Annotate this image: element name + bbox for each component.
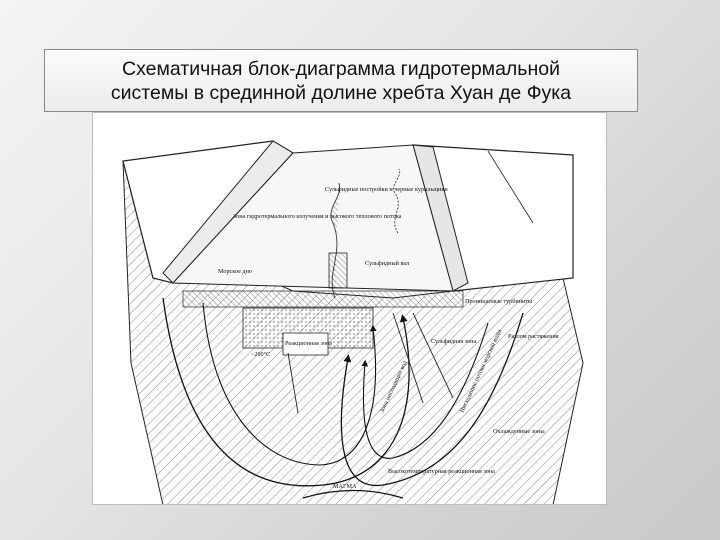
circulation-loop-right bbox=[340, 312, 524, 487]
title-box: Схематичная блок-диаграмма гидротермальн… bbox=[44, 49, 638, 112]
turbidite-layer bbox=[182, 290, 464, 308]
magma-chamber bbox=[302, 489, 404, 499]
label-temperature: ~200°C bbox=[251, 351, 270, 358]
reaction-zone-box bbox=[282, 332, 329, 356]
valley-floor bbox=[171, 144, 454, 292]
label-sulfide-structures: Сульфидные постройки и черные курильщики bbox=[325, 186, 448, 193]
block-diagram-figure: Сульфидные постройки и черные курильщики… bbox=[92, 112, 607, 505]
label-magma: МАГМА bbox=[333, 483, 357, 490]
label-high-temp-zone: Высокотемпературная реакционная зона bbox=[388, 468, 495, 475]
label-reaction-zone: Реакционная зона bbox=[285, 340, 332, 347]
sulfide-mound bbox=[328, 252, 348, 289]
slide-title: Схематичная блок-диаграмма гидротермальн… bbox=[110, 57, 572, 104]
label-permeable: Проницаемые турбиниты bbox=[465, 298, 533, 305]
label-cooling-zones: Охлажденные зоны bbox=[493, 428, 545, 435]
label-fracture: Разлом растяжения bbox=[508, 333, 559, 340]
label-discharge-zone: Зона гидротермального излучения и высоко… bbox=[233, 213, 402, 220]
label-sulfide-zone: Сульфидная зона bbox=[431, 338, 476, 345]
block-diagram-svg: Сульфидные постройки и черные курильщики… bbox=[122, 140, 584, 504]
label-seafloor: Морское дно bbox=[218, 268, 252, 275]
smoker-plume-right bbox=[393, 168, 401, 234]
circulation-loop-right-inner bbox=[361, 322, 489, 459]
label-sulfide-lens: Сульфидный вал bbox=[365, 260, 409, 267]
circulation-loop-inner bbox=[202, 302, 377, 466]
circulation-loop-outer bbox=[162, 297, 410, 487]
